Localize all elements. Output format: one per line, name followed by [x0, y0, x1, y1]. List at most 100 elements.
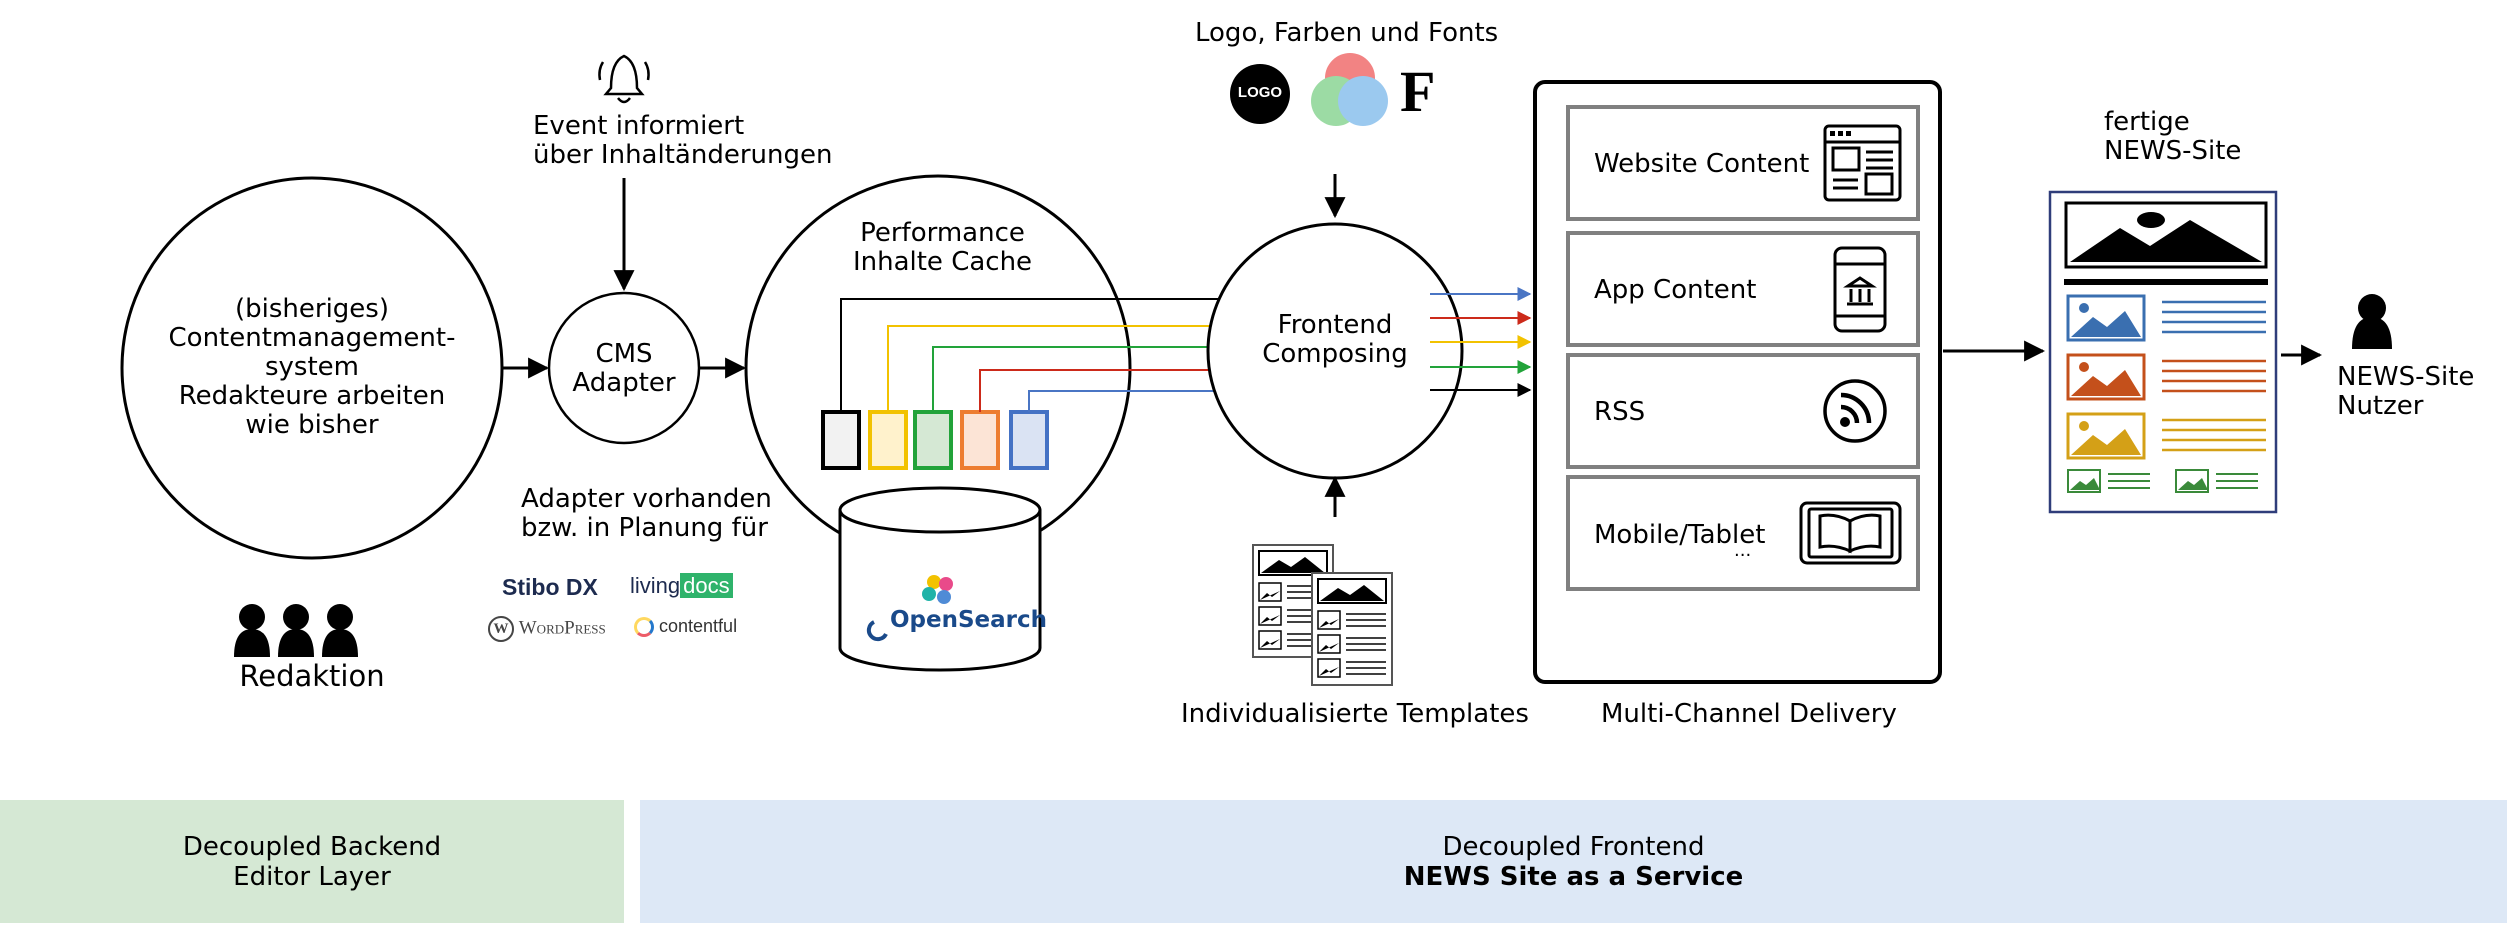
website-layout-icon: [1823, 124, 1902, 202]
template-thumb-mountain: [1319, 619, 1339, 628]
channel-tablet-label: Mobile/Tablet: [1594, 520, 1766, 550]
composing-line: Frontend: [1277, 310, 1393, 340]
frontend-band-line1: Decoupled Frontend: [1442, 831, 1705, 862]
cache-block: [821, 410, 861, 470]
backend-band-line1: Decoupled Backend: [182, 831, 442, 862]
livingdocs-logo-part: docs: [680, 573, 733, 598]
adapter-caption-line: Adapter vorhanden: [521, 484, 772, 514]
font-glyph-icon: F: [1400, 59, 1436, 124]
legacy-cms-line: Redakteure arbeiten: [178, 381, 446, 411]
template-thumb-mountain: [1260, 615, 1280, 624]
cms-adapter-line: CMS: [595, 339, 653, 369]
stibo-dx-logo: Stibo DX: [502, 574, 598, 600]
channel-website-label: Website Content: [1594, 149, 1810, 179]
composing-text: Frontend Composing: [1245, 311, 1425, 369]
channel-rss-label: RSS: [1594, 397, 1646, 427]
event-text: Event informiert über Inhaltänderungen: [533, 112, 832, 170]
template-thumb-mountain: [1260, 639, 1280, 648]
news-site-page: [2048, 190, 2278, 514]
tablet-icon: [1799, 501, 1902, 565]
user-line: Nutzer: [2337, 391, 2424, 421]
news-site-line: fertige: [2104, 107, 2190, 137]
cache-block: [868, 410, 908, 470]
news-thumbnail-sun: [2079, 303, 2089, 313]
opensearch-flower-icon: [922, 575, 953, 604]
cache-stream-arrow: [979, 363, 1252, 412]
branding-label: Logo, Farben und Fonts: [1195, 18, 1499, 48]
event-line: über Inhaltänderungen: [533, 140, 833, 170]
logo-badge-text: LOGO: [1237, 84, 1283, 101]
cache-block: [960, 410, 1000, 470]
editors-people-icon: [234, 604, 358, 657]
smartphone-icon: [1833, 246, 1887, 333]
legacy-cms-line: wie bisher: [245, 410, 379, 440]
template-thumb-mountain: [1319, 667, 1339, 676]
legacy-cms-line: system: [265, 352, 359, 382]
news-site-label: fertige NEWS-Site: [2104, 108, 2241, 166]
cache-block: [913, 410, 953, 470]
backend-band: Decoupled Backend Editor Layer: [0, 800, 624, 923]
templates-label: Individualisierte Templates: [1181, 699, 1529, 729]
news-site-line: NEWS-Site: [2104, 136, 2242, 166]
bell-icon: [598, 54, 650, 104]
legacy-cms-text: (bisheriges) Contentmanagement- system R…: [162, 295, 462, 440]
news-thumbnail-sun: [2079, 362, 2089, 372]
cms-adapter-text: CMS Adapter: [554, 340, 694, 398]
frontend-band: Decoupled Frontend NEWS Site as a Servic…: [640, 800, 2507, 923]
contentful-c-icon: [634, 617, 654, 638]
user-label: NEWS-Site Nutzer: [2337, 363, 2474, 421]
adapter-caption: Adapter vorhanden bzw. in Planung für: [521, 485, 772, 543]
cache-stream-arrow: [840, 292, 1252, 412]
multi-channel-label: Multi-Channel Delivery: [1601, 699, 1897, 729]
cache-text: Performance Inhalte Cache: [800, 219, 1085, 277]
channel-app-label: App Content: [1594, 275, 1757, 305]
cms-adapter-circle: [547, 291, 701, 445]
cache-stream-arrow: [887, 319, 1252, 412]
livingdocs-logo-part: living: [630, 573, 681, 598]
news-thumbnail-mountain: [2071, 429, 2141, 455]
cache-line: Performance: [860, 218, 1025, 248]
news-thumbnail-mountain: [2071, 311, 2141, 337]
redaktion-label: Redaktion: [239, 659, 385, 693]
logo-badge-icon: [1230, 64, 1290, 124]
opensearch-database: [838, 486, 1042, 672]
channel-tablet-ellipsis: ...: [1734, 540, 1752, 561]
channel-app-box: [1566, 231, 1920, 347]
cache-block: [1009, 410, 1049, 470]
rss-icon: [1823, 379, 1887, 443]
template-hero-mountain: [1320, 585, 1384, 601]
opensearch-logo-text: OpenSearch: [890, 607, 1048, 633]
news-small-mountain: [2178, 478, 2208, 490]
template-hero-mountain: [1261, 557, 1325, 573]
composing-line: Composing: [1262, 339, 1408, 369]
adapter-caption-line: bzw. in Planung für: [521, 513, 768, 543]
channel-rss-box: [1566, 353, 1920, 469]
news-small-mountain: [2070, 478, 2100, 490]
legacy-cms-line: Contentmanagement-: [168, 323, 456, 353]
template-thumb-mountain: [1319, 643, 1339, 652]
event-line: Event informiert: [533, 111, 745, 141]
user-person-icon: [2352, 294, 2392, 349]
frontend-band-line2: NEWS Site as a Service: [1403, 861, 1744, 892]
legacy-cms-circle: [120, 176, 504, 560]
cache-line: Inhalte Cache: [852, 247, 1033, 277]
opensearch-mark-icon: [866, 620, 888, 642]
template-thumb-mountain: [1260, 591, 1280, 600]
wordpress-logo-text: WordPress: [518, 617, 606, 639]
cms-adapter-line: Adapter: [572, 368, 676, 398]
channel-tablet-box: [1566, 475, 1920, 591]
color-circles-icon: [1311, 53, 1388, 126]
contentful-logo: contentful: [634, 616, 738, 638]
wordpress-logo: W WordPress: [488, 616, 606, 642]
backend-band-line2: Editor Layer: [233, 861, 391, 892]
cache-stream-arrow: [1028, 384, 1252, 412]
news-thumbnail-sun: [2079, 421, 2089, 431]
contentful-logo-text: contentful: [659, 616, 738, 636]
cache-stream-arrow: [932, 340, 1252, 412]
news-thumbnail-mountain: [2071, 370, 2141, 396]
legacy-cms-line: (bisheriges): [235, 294, 389, 324]
user-line: NEWS-Site: [2337, 362, 2475, 392]
wordpress-w-icon: W: [488, 616, 514, 642]
